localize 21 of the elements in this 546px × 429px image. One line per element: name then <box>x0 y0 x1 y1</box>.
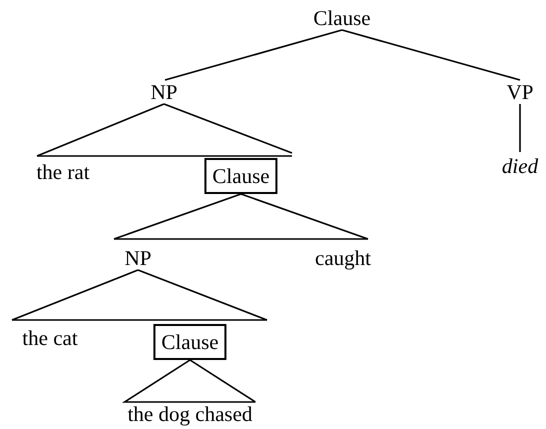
tree-node-label: the rat <box>33 160 93 184</box>
tree-branch <box>12 269 138 321</box>
tree-branch <box>138 269 268 321</box>
tree-node-label: died <box>498 154 542 178</box>
tree-node-label: caught <box>312 246 374 270</box>
tree-branch <box>240 193 368 240</box>
tree-branch <box>114 193 242 240</box>
tree-branch <box>164 29 342 81</box>
tree-node-label: Clause <box>310 6 374 30</box>
boxed-tree-node: Clause <box>204 158 278 194</box>
tree-branch <box>122 359 256 403</box>
tree-node-label: NP <box>122 246 154 270</box>
tree-branch <box>342 29 520 81</box>
tree-branch <box>164 103 292 154</box>
boxed-tree-node: Clause <box>153 324 227 360</box>
tree-branch <box>36 103 164 157</box>
tree-node-label: the cat <box>19 326 81 350</box>
tree-node-label: VP <box>504 80 536 104</box>
tree-branch <box>519 104 521 152</box>
tree-node-label: NP <box>148 80 180 104</box>
tree-node-label: the dog chased <box>124 402 256 426</box>
